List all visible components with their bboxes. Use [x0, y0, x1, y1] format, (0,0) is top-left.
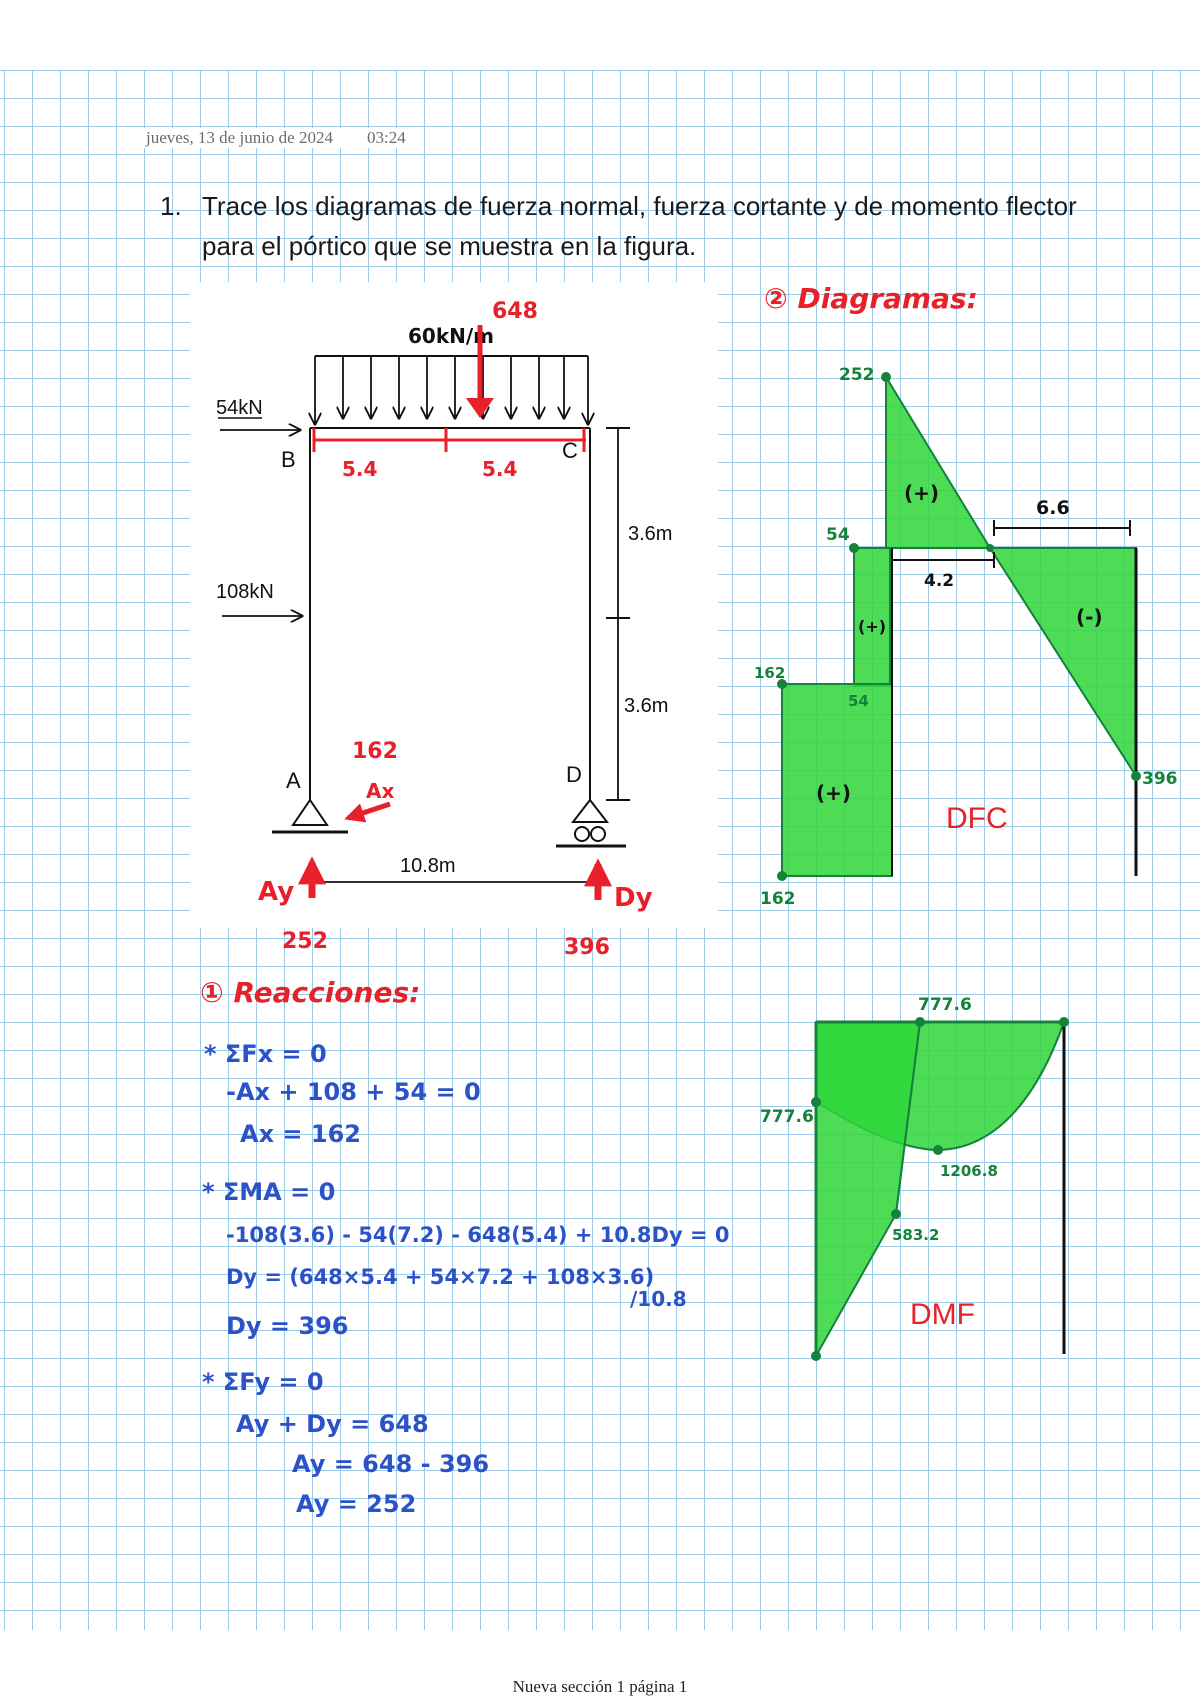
- frame-figure: 60kN/m 648 5.4 5.4 B C A D 54kN 108kN 3.…: [216, 299, 672, 960]
- dfc-dot-base: [777, 871, 787, 881]
- dy-label: Dy: [614, 883, 653, 913]
- reaction-line-2: -Ax + 108 + 54 = 0: [226, 1078, 481, 1106]
- dmf-dot-left: [811, 1097, 821, 1107]
- dmf-column-region: [815, 1021, 922, 1360]
- force-top-label: 54kN: [216, 397, 263, 419]
- dfc-v-step: 162: [754, 664, 785, 682]
- dmf-dot-mid: [891, 1209, 901, 1219]
- reaction-line-5: -108(3.6) - 54(7.2) - 648(5.4) + 10.8Dy …: [226, 1223, 729, 1247]
- reaction-line-6: Dy = (648×5.4 + 54×7.2 + 108×3.6): [226, 1265, 654, 1289]
- height-lower-label: 3.6m: [624, 695, 668, 717]
- reaction-line-1: * ΣFx = 0: [204, 1040, 327, 1068]
- dfc-v-mid: 54: [826, 525, 850, 545]
- dfc-dot-mid: [849, 543, 859, 553]
- problem-statement: 1. Trace los diagramas de fuerza normal,…: [160, 186, 1120, 266]
- dfc-dot-step: [777, 679, 787, 689]
- node-d-label: D: [566, 762, 582, 787]
- resultant-label: 648: [492, 299, 538, 324]
- dmf-name: DMF: [910, 1298, 975, 1331]
- dmf-dot-base: [811, 1351, 821, 1361]
- dfc-dist-a: 4.2: [924, 571, 954, 591]
- dfc-diagram: 4.2 6.6 252 54 54 162 162 396 (+) (+) (+…: [754, 365, 1178, 909]
- dmf-diagram: 777.6 777.6 1206.8 583.2 DMF: [760, 995, 1069, 1361]
- dmf-m-mid: 583.2: [892, 1226, 939, 1244]
- roller-wheel-left: [574, 826, 590, 842]
- force-mid-label: 108kN: [216, 581, 274, 603]
- problem-text: Trace los diagramas de fuerza normal, fu…: [202, 191, 1077, 261]
- resultant-arrow-head: [466, 398, 494, 418]
- dfc-sign-pos1: (+): [904, 481, 939, 505]
- roller-wheel-right: [590, 826, 606, 842]
- ay-value: 252: [282, 929, 328, 954]
- date-time-stamp: jueves, 13 de junio de 2024 03:24: [142, 128, 410, 148]
- node-a-label: A: [286, 768, 301, 793]
- time-text: 03:24: [366, 128, 406, 147]
- dfc-dot-zero: [986, 544, 994, 552]
- reactions-title: ① Reacciones:: [200, 976, 420, 1009]
- dfc-v-top: 252: [839, 365, 875, 385]
- dmf-inner-line: [895, 1021, 921, 1215]
- distributed-load-arrows: [315, 356, 588, 424]
- dfc-dot-top: [881, 372, 891, 382]
- dfc-v-base: 162: [760, 889, 796, 909]
- dfc-sign-neg: (-): [1076, 605, 1103, 629]
- dmf-m-left: 777.6: [760, 1107, 814, 1127]
- dy-value: 396: [564, 935, 610, 960]
- reaction-line-10: Ay + Dy = 648: [236, 1410, 429, 1438]
- ax-arrow: [344, 801, 391, 823]
- span-label: 10.8m: [400, 855, 456, 877]
- footer-background: [0, 1630, 1200, 1699]
- node-c-label: C: [562, 438, 578, 463]
- node-b-label: B: [281, 447, 296, 472]
- seg-right-label: 5.4: [482, 457, 517, 481]
- reaction-line-11: Ay = 648 - 396: [292, 1450, 489, 1478]
- dmf-dot-max: [933, 1145, 943, 1155]
- reaction-line-9: * ΣFy = 0: [202, 1368, 324, 1396]
- reaction-line-12: Ay = 252: [296, 1490, 416, 1518]
- pin-support-a: [291, 798, 329, 826]
- dmf-dot-corner: [1059, 1017, 1069, 1027]
- dmf-m-top: 777.6: [918, 995, 972, 1015]
- reaction-line-3: Ax = 162: [240, 1120, 361, 1148]
- ax-label: Ax: [366, 779, 394, 803]
- dfc-v-right: 396: [1142, 769, 1178, 789]
- frame-figure-panel: [190, 282, 718, 928]
- reactions-section: ① Reacciones: * ΣFx = 0 -Ax + 108 + 54 =…: [200, 976, 729, 1518]
- reaction-line-7: /10.8: [630, 1287, 687, 1311]
- dmf-dot-top: [915, 1017, 925, 1027]
- diagrams-title: ② Diagramas:: [764, 282, 978, 315]
- reaction-line-4: * ΣMA = 0: [202, 1178, 335, 1206]
- ay-label: Ay: [258, 877, 294, 907]
- dfc-v-mid2: 54: [848, 692, 869, 710]
- reaction-line-8: Dy = 396: [226, 1312, 348, 1340]
- dfc-dist-b: 6.6: [1036, 497, 1070, 519]
- dfc-sign-pos2: (+): [858, 617, 886, 636]
- roller-support-d: [570, 798, 610, 823]
- dfc-positive-triangle: [885, 373, 992, 549]
- dfc-name: DFC: [946, 802, 1008, 835]
- dfc-sign-pos3: (+): [816, 781, 851, 805]
- dfc-lower-column-block: [781, 683, 893, 877]
- problem-number: 1.: [160, 191, 182, 221]
- page-footer: Nueva sección 1 página 1: [512, 1677, 688, 1696]
- dfc-negative-triangle: [988, 547, 1137, 780]
- height-upper-label: 3.6m: [628, 523, 672, 545]
- dmf-m-max: 1206.8: [940, 1162, 998, 1180]
- date-text: jueves, 13 de junio de 2024: [146, 128, 333, 147]
- seg-left-label: 5.4: [342, 457, 377, 481]
- dfc-dot-right: [1131, 771, 1141, 781]
- ax-value: 162: [352, 739, 398, 764]
